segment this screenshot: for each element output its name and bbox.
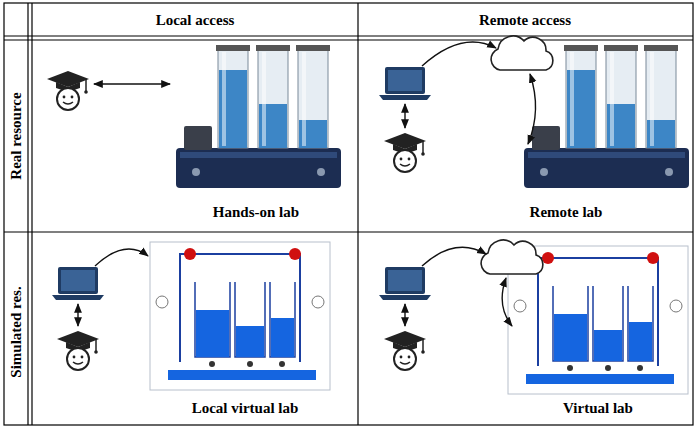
student-icon xyxy=(57,331,99,370)
tank-rig xyxy=(176,45,341,188)
student-icon xyxy=(384,133,426,172)
laptop-icon xyxy=(52,267,104,300)
access-arrow xyxy=(422,247,486,266)
access-arrow xyxy=(502,278,512,326)
table-grid xyxy=(4,3,693,425)
table-grid-part xyxy=(357,3,358,425)
student-icon xyxy=(47,71,89,110)
cell-caption: Remote lab xyxy=(530,203,603,221)
column-header: Local access xyxy=(156,11,235,29)
row-header: Simulated res. xyxy=(7,286,25,377)
table-grid-part xyxy=(4,39,693,40)
access-arrow xyxy=(95,249,148,266)
cell-caption: Local virtual lab xyxy=(192,399,299,417)
access-arrow xyxy=(528,74,536,144)
simulation-screen xyxy=(150,242,330,390)
cloud-icon xyxy=(491,36,553,70)
access-arrow xyxy=(404,104,405,128)
laptop-icon xyxy=(379,267,431,300)
laptop-icon xyxy=(379,67,431,100)
table-grid-part xyxy=(31,3,32,425)
access-arrow xyxy=(77,304,78,326)
table-grid-part xyxy=(4,3,693,425)
table-grid-part xyxy=(4,231,693,232)
access-arrow xyxy=(94,83,170,84)
access-arrow xyxy=(404,304,405,326)
access-arrow xyxy=(422,42,496,66)
row-header: Real resource xyxy=(7,92,25,179)
student-icon xyxy=(384,331,426,370)
cloud-icon xyxy=(481,240,543,274)
column-header: Remote access xyxy=(479,11,571,29)
cell-caption: Virtual lab xyxy=(563,399,633,417)
cell-caption: Hands-on lab xyxy=(213,203,299,221)
table-grid-part xyxy=(4,35,693,36)
table-grid-part xyxy=(27,3,28,425)
